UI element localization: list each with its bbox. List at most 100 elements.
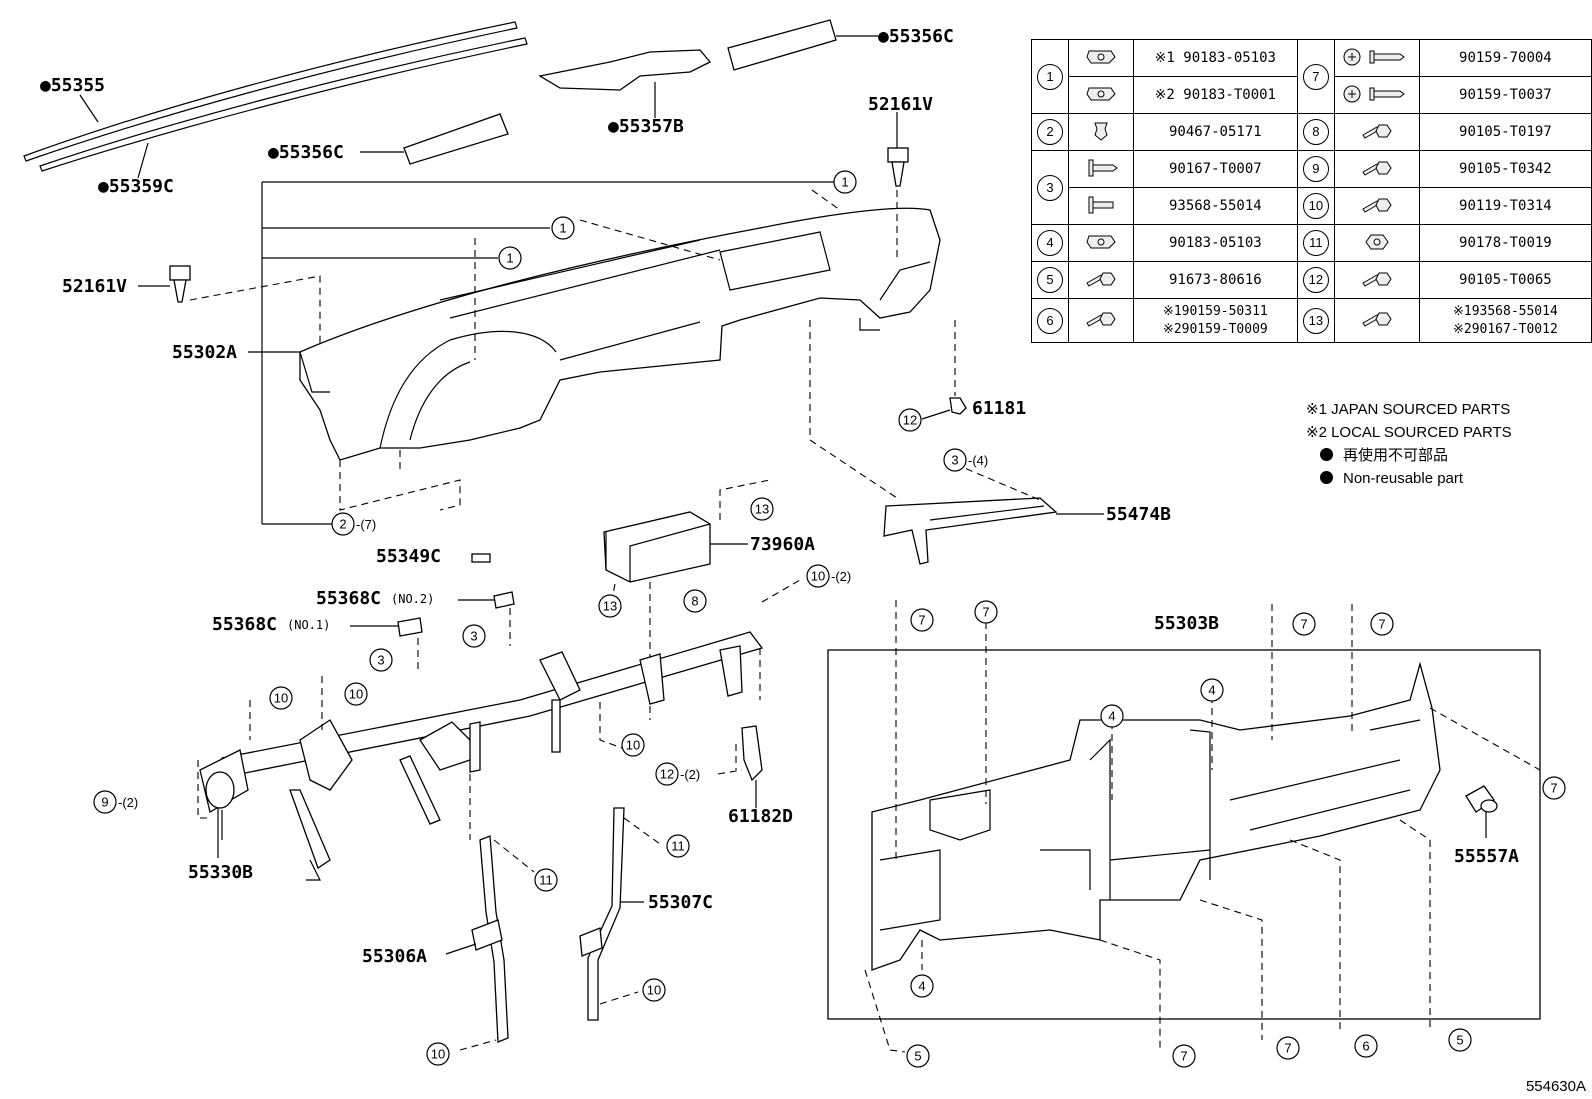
fastener-pn-3b: 93568-55014 bbox=[1132, 187, 1298, 225]
callout-73960a: 73960A bbox=[750, 534, 815, 555]
moulding-strips bbox=[23, 21, 528, 179]
legend-japan-sourced: ※1 JAPAN SOURCED PARTS bbox=[1306, 401, 1511, 418]
callout-55356c-top: ●55356C bbox=[878, 26, 954, 47]
row-marker-9: 9 bbox=[1302, 156, 1329, 182]
fastener-pn-13a: ※193568-55014 bbox=[1452, 303, 1558, 319]
u-nut-clip-icon bbox=[1086, 50, 1116, 63]
table-row: 6 ※190159-50311※290159-T0009 13 ※193568-… bbox=[1031, 298, 1592, 343]
marker-10f: 10 bbox=[431, 1047, 445, 1062]
screw-icon bbox=[1088, 196, 1114, 213]
marker-12b: 12 bbox=[660, 767, 674, 782]
fastener-pn-2: 90467-05171 bbox=[1132, 113, 1298, 151]
fastener-pn-3a: 90167-T0007 bbox=[1132, 150, 1298, 188]
callout-55368c-no2: 55368C bbox=[316, 588, 381, 609]
instrument-panel-55302a bbox=[299, 207, 941, 461]
hex-bolt-icon bbox=[1362, 124, 1392, 139]
silencer-pads bbox=[360, 19, 878, 165]
marker-3b: 3 bbox=[470, 629, 477, 644]
marker-4c: 4 bbox=[918, 979, 925, 994]
row-marker-12: 12 bbox=[1302, 267, 1329, 293]
non-reusable-bullet-icon bbox=[1320, 448, 1333, 461]
callout-55368c-no1-note: (NO.1) bbox=[287, 618, 330, 632]
hex-bolt-icon bbox=[1362, 198, 1392, 213]
marker-8: 8 bbox=[691, 594, 698, 609]
table-row: 4 90183-05103 11 90178-T0019 bbox=[1031, 224, 1592, 262]
part-55474b bbox=[809, 320, 1104, 565]
small-brackets bbox=[350, 553, 515, 670]
fastener-pn-11: 90178-T0019 bbox=[1418, 224, 1592, 262]
callout-55474b: 55474B bbox=[1106, 504, 1171, 525]
screw-washer-icon bbox=[1343, 85, 1405, 102]
callout-61182d: 61182D bbox=[728, 806, 793, 827]
fastener-pn-12: 90105-T0065 bbox=[1418, 261, 1592, 299]
marker-1c: 1 bbox=[506, 251, 513, 266]
marker-2: 2 bbox=[339, 517, 346, 532]
leader-bracket-1-2 bbox=[189, 181, 898, 525]
u-nut-clip-icon bbox=[1086, 87, 1116, 100]
fastener-table: 1 ※1 90183-05103 7 90159-70004 ※2 90183-… bbox=[1031, 39, 1592, 343]
marker-7a: 7 bbox=[918, 613, 925, 628]
u-nut-clip-icon bbox=[1086, 235, 1116, 248]
marker-11a: 11 bbox=[539, 873, 553, 888]
marker-7d: 7 bbox=[1378, 617, 1385, 632]
callout-55557a: 55557A bbox=[1454, 846, 1519, 867]
fastener-pn-6b: ※290159-T0009 bbox=[1162, 321, 1268, 337]
marker-7f: 7 bbox=[1284, 1041, 1291, 1056]
push-clip-icon bbox=[1094, 122, 1108, 141]
fastener-pn-6a: ※190159-50311 bbox=[1162, 303, 1268, 319]
marker-1a: 1 bbox=[841, 175, 848, 190]
callout-55368c-no2-note: (NO.2) bbox=[391, 592, 434, 606]
marker-7b: 7 bbox=[982, 605, 989, 620]
reinforcement-55330b bbox=[197, 579, 801, 881]
row-marker-3: 3 bbox=[1036, 174, 1063, 201]
marker-5a: 5 bbox=[914, 1049, 921, 1064]
row-marker-5: 5 bbox=[1036, 267, 1063, 293]
callout-52161v-left: 52161V bbox=[62, 276, 127, 297]
fastener-pn-8: 90105-T0197 bbox=[1418, 113, 1592, 151]
fastener-pn-9: 90105-T0342 bbox=[1418, 150, 1592, 188]
row-marker-8: 8 bbox=[1302, 119, 1329, 145]
callout-55355: ●55355 bbox=[40, 75, 105, 96]
marker-3a: 3 bbox=[951, 453, 958, 468]
marker-1b: 1 bbox=[559, 221, 566, 236]
braces bbox=[445, 807, 661, 1051]
lower-panel-55303b bbox=[864, 600, 1541, 1053]
hex-bolt-icon bbox=[1362, 161, 1392, 176]
hex-bolt-icon bbox=[1086, 272, 1116, 287]
row-marker-10: 10 bbox=[1302, 193, 1329, 219]
marker-7e: 7 bbox=[1180, 1049, 1187, 1064]
marker-3c: 3 bbox=[377, 653, 384, 668]
fastener-pn-1b: ※2 90183-T0001 bbox=[1132, 76, 1298, 114]
marker-10a: 10 bbox=[274, 691, 288, 706]
row-marker-2: 2 bbox=[1036, 119, 1063, 145]
marker-12a: 12 bbox=[903, 413, 917, 428]
hex-bolt-icon bbox=[1086, 312, 1116, 327]
fastener-pn-13b: ※290167-T0012 bbox=[1452, 321, 1558, 337]
callout-55368c-no1: 55368C bbox=[212, 614, 277, 635]
row-marker-1: 1 bbox=[1036, 63, 1063, 90]
marker-4a: 4 bbox=[1108, 709, 1115, 724]
qty-3a: -(4) bbox=[968, 453, 988, 468]
row-marker-11: 11 bbox=[1302, 230, 1329, 256]
marker-10e: 10 bbox=[647, 983, 661, 998]
callout-55303b: 55303B bbox=[1154, 613, 1219, 634]
qty-2: -(7) bbox=[356, 517, 376, 532]
diagram-id: 554630A bbox=[1525, 1078, 1586, 1095]
legend-nonreusable-en: Non-reusable part bbox=[1343, 470, 1464, 487]
callout-55349c: 55349C bbox=[376, 546, 441, 567]
marker-10b: 10 bbox=[349, 687, 363, 702]
table-row: 2 90467-05171 8 90105-T0197 bbox=[1031, 113, 1592, 151]
marker-11b: 11 bbox=[671, 839, 685, 854]
marker-10d: 10 bbox=[811, 569, 825, 584]
non-reusable-bullet-icon bbox=[1320, 471, 1333, 484]
qty-9: -(2) bbox=[118, 795, 138, 810]
callout-55306a: 55306A bbox=[362, 946, 427, 967]
legend-nonreusable-jp: 再使用不可部品 bbox=[1343, 447, 1449, 464]
callout-55307c: 55307C bbox=[648, 892, 713, 913]
callout-55302a: 55302A bbox=[172, 342, 237, 363]
callout-55330b: 55330B bbox=[188, 862, 253, 883]
table-row: 1 ※1 90183-05103 7 90159-70004 bbox=[1031, 39, 1592, 114]
callout-61181: 61181 bbox=[972, 398, 1026, 419]
row-marker-4: 4 bbox=[1036, 230, 1063, 256]
